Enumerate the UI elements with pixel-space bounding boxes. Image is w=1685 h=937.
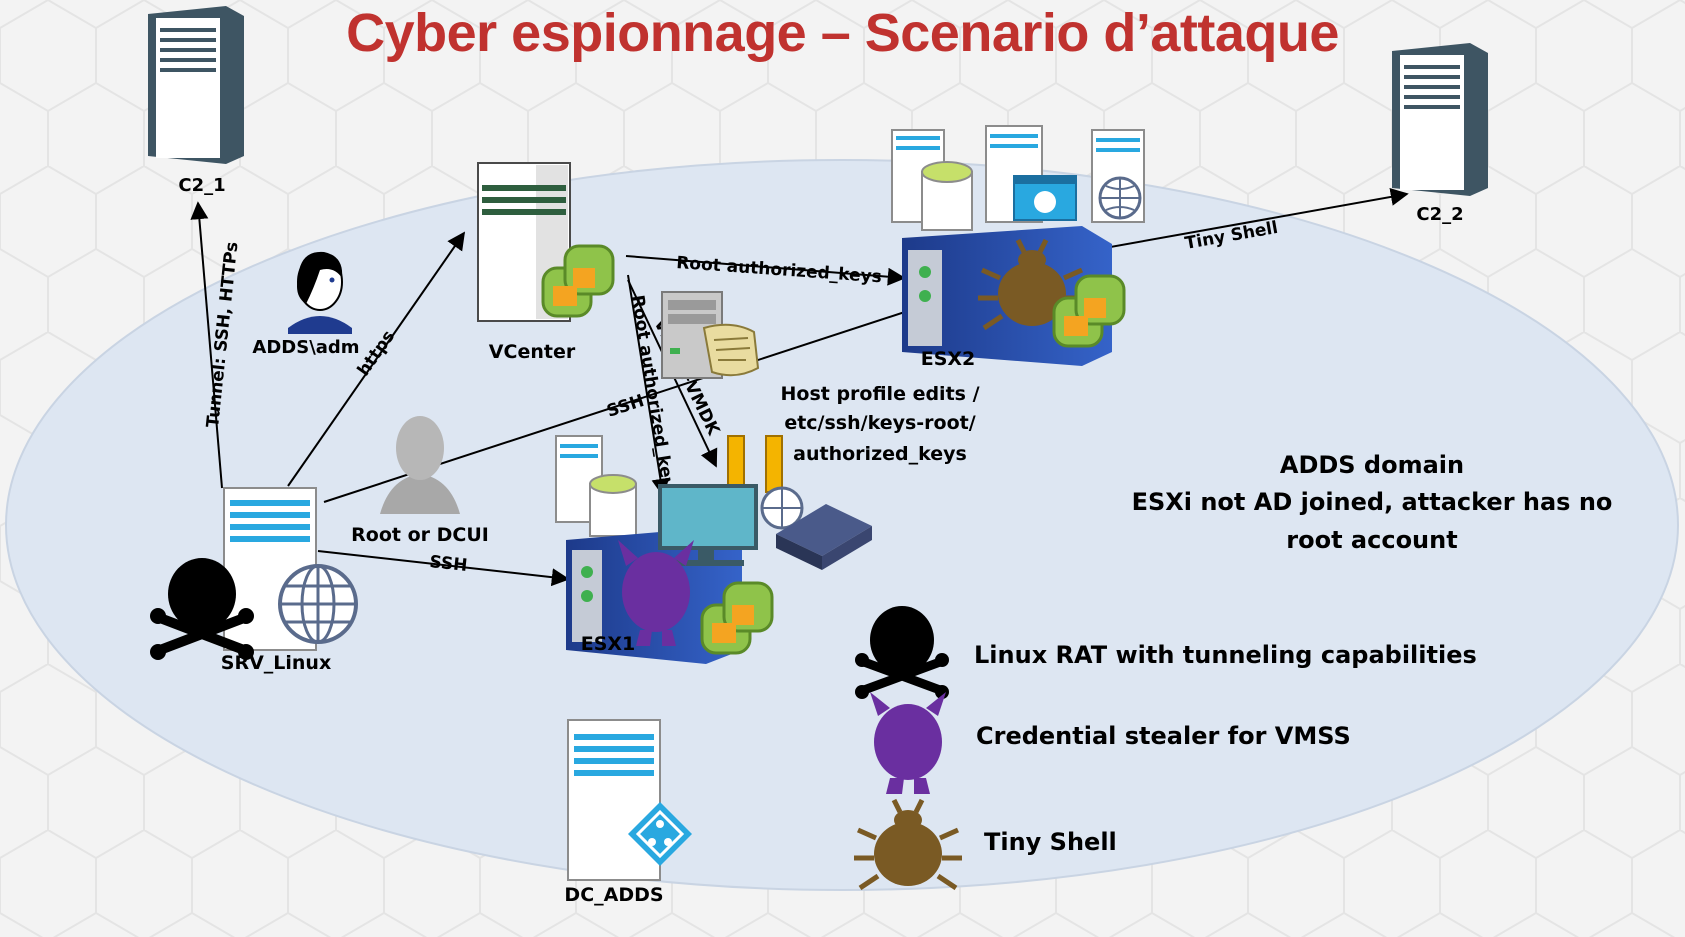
srv-linux-label: SRV_Linux [221, 652, 331, 674]
edge-root-keys-esx2 [625, 255, 906, 286]
edge-https [287, 231, 466, 487]
edge-tunnel [190, 201, 223, 489]
edge-ssh-esx1 [317, 550, 570, 587]
legend-label-rat: Linux RAT with tunneling capabilities [974, 641, 1477, 669]
active-directory-icon [628, 802, 692, 866]
esx2-tiny-shell-bug [978, 238, 1086, 331]
esx1-server-icon [555, 435, 804, 664]
root-user-icon [380, 416, 460, 514]
c2-1-server-icon [148, 6, 244, 164]
legend-label-tiny-shell: Tiny Shell [984, 828, 1117, 856]
edge-tiny-shell [1059, 187, 1409, 257]
c2-2-label: C2_2 [1416, 204, 1463, 225]
legend-skull-icon [855, 606, 949, 699]
dc-adds-label: DC_ADDS [564, 884, 663, 906]
edge-root-keys-esx1 [627, 274, 670, 497]
host-profile-icon [661, 291, 760, 379]
legend-label-credential-stealer: Credential stealer for VMSS [976, 722, 1351, 750]
esx2-vmware-icon [1052, 274, 1126, 348]
srv-linux-rat-skull [150, 558, 254, 660]
domain-note-line-2: ESXi not AD joined, attacker has no [1132, 488, 1613, 516]
host-profile-line-2: etc/ssh/keys-root/ [784, 412, 975, 434]
esx1-vmware-icon [700, 581, 774, 655]
domain-note-line-1: ADDS domain [1280, 451, 1464, 479]
esx1-label: ESX1 [581, 633, 636, 655]
c2-2-server-icon [1392, 43, 1488, 196]
host-profile-line-1: Host profile edits / [780, 383, 979, 405]
srv-linux-globe-icon [278, 564, 358, 644]
root-user-label: Root or DCUI [351, 524, 489, 546]
edge-label-ssh-esx1: SSH [428, 552, 468, 576]
host-profile-line-3: authorized_keys [793, 443, 967, 465]
esx2-label: ESX2 [921, 348, 976, 370]
admin-user-label: ADDS\adm [252, 337, 359, 358]
vcenter-vmware-icon [541, 244, 615, 318]
domain-note-line-3: root account [1286, 526, 1457, 554]
esx2-server-icon [891, 125, 1145, 366]
legend-devil-icon [870, 692, 946, 794]
legend-bug-icon [854, 798, 962, 891]
admin-user-icon [288, 251, 352, 334]
esx1-credential-stealer-devil [618, 540, 694, 646]
c2-1-label: C2_1 [178, 175, 225, 196]
page-title: Cyber espionnage – Scenario d’attaque [346, 3, 1339, 63]
dc-adds-server-icon [567, 719, 661, 881]
legend: Linux RAT with tunneling capabilities Cr… [854, 606, 1477, 891]
vcenter-label: VCenter [489, 341, 576, 363]
esx1-network-device-icon [776, 504, 872, 570]
